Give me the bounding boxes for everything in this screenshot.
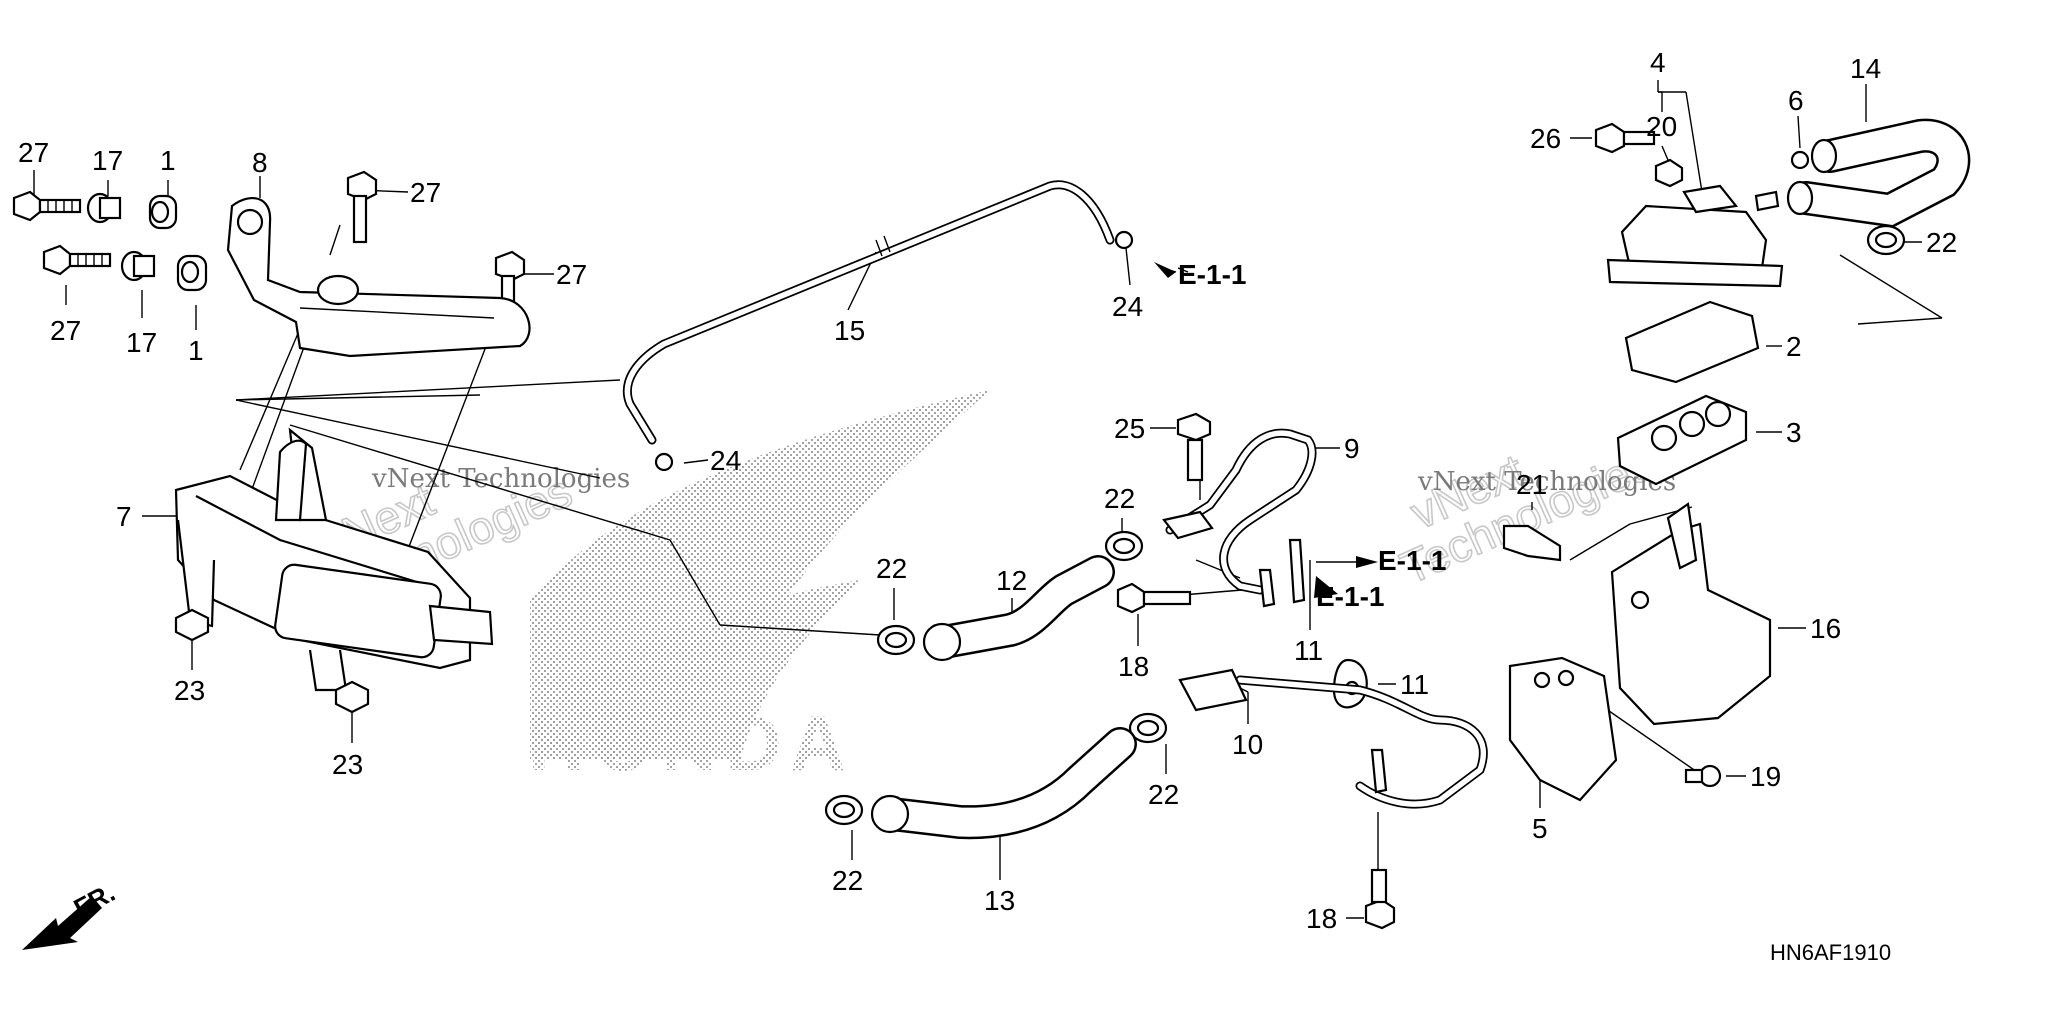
e-1-1-label-upper: E-1-1 xyxy=(1178,259,1246,290)
washer-20 xyxy=(1654,158,1684,188)
callout-18: 18 xyxy=(1306,903,1337,934)
callout-17: 17 xyxy=(126,327,157,358)
bolt-18-upper xyxy=(1116,582,1192,614)
e-1-1-ref-upper: E-1-1 xyxy=(1154,259,1246,290)
callout-16: 16 xyxy=(1810,613,1841,644)
callout-9: 9 xyxy=(1344,433,1360,464)
callout-26: 26 xyxy=(1530,123,1561,154)
clamp-22-right xyxy=(1866,224,1906,256)
callout-22: 22 xyxy=(832,865,863,896)
guard-5 xyxy=(1508,656,1618,802)
clip-21 xyxy=(1502,524,1562,562)
screw-19 xyxy=(1684,764,1722,788)
callout-11: 11 xyxy=(1400,669,1429,700)
honda-brand-text: HONDA xyxy=(528,699,854,787)
callouts: 27 17 1 27 17 1 8 27 27 7 23 23 15 24 24… xyxy=(18,47,1957,934)
nut-23-right xyxy=(334,680,370,714)
grommet-1-lower xyxy=(176,254,208,292)
bolt-25 xyxy=(1176,412,1212,482)
bolt-27-bracket-top xyxy=(346,170,378,244)
hose-14 xyxy=(1786,118,1971,228)
bracket-8 xyxy=(226,197,531,358)
callout-22: 22 xyxy=(1926,227,1957,258)
clip-6 xyxy=(1790,150,1810,170)
callout-15: 15 xyxy=(834,315,865,346)
callout-5: 5 xyxy=(1532,813,1548,844)
clamp-22-pipe-10 xyxy=(1128,712,1168,744)
honda-wing-logo: HONDA xyxy=(528,390,990,787)
pipe-9 xyxy=(1162,428,1317,608)
callout-22: 22 xyxy=(1148,779,1179,810)
clip-24-upper xyxy=(1114,230,1134,250)
callout-13: 13 xyxy=(984,885,1015,916)
callout-11: 11 xyxy=(1294,635,1323,666)
bolt-27-top-left xyxy=(12,190,82,222)
filter-2 xyxy=(1624,300,1760,384)
hose-12 xyxy=(922,555,1115,662)
callout-19: 19 xyxy=(1750,761,1781,792)
breather-tube-15 xyxy=(622,180,1115,445)
callout-17: 17 xyxy=(92,145,123,176)
e-1-1-label-lower: E-1-1 xyxy=(1316,581,1384,612)
callout-23: 23 xyxy=(174,675,205,706)
callout-2: 2 xyxy=(1786,331,1802,362)
callout-10: 10 xyxy=(1232,729,1263,760)
pipe-10 xyxy=(1178,668,1488,809)
callout-4: 4 xyxy=(1650,47,1666,78)
callout-22: 22 xyxy=(1104,483,1135,514)
bolt-27-lower-left xyxy=(42,244,112,276)
valve-assembly-4 xyxy=(1606,184,1784,288)
callout-25: 25 xyxy=(1114,413,1145,444)
callout-14: 14 xyxy=(1850,53,1881,84)
clamp-22-hose-13 xyxy=(824,794,864,826)
cover-16 xyxy=(1610,502,1772,726)
bolt-26 xyxy=(1594,122,1656,154)
clamp-22-hose-12 xyxy=(876,624,916,656)
gasket-11-upper xyxy=(1288,538,1306,604)
clip-24-lower xyxy=(654,452,674,472)
callout-24: 24 xyxy=(1112,291,1143,322)
callout-27: 27 xyxy=(18,137,49,168)
grommet-1-top xyxy=(148,194,178,230)
collar-17-top xyxy=(86,192,122,224)
callout-27: 27 xyxy=(50,315,81,346)
callout-21: 21 xyxy=(1516,469,1547,500)
callout-27: 27 xyxy=(556,259,587,290)
e-1-1-label-middle: E-1-1 xyxy=(1378,545,1446,576)
canister-7 xyxy=(174,427,494,692)
gasket-11-lower xyxy=(1332,658,1368,709)
collar-17-lower xyxy=(120,250,156,282)
callout-12: 12 xyxy=(996,565,1027,596)
callout-22: 22 xyxy=(876,553,907,584)
callout-6: 6 xyxy=(1788,85,1804,116)
callout-23: 23 xyxy=(332,749,363,780)
clamp-22-upper-mid xyxy=(1104,530,1144,562)
callout-8: 8 xyxy=(252,147,268,178)
e-1-1-ref-middle: E-1-1 xyxy=(1356,545,1446,576)
callout-18: 18 xyxy=(1118,651,1149,682)
callout-20: 20 xyxy=(1646,111,1677,142)
callout-27: 27 xyxy=(410,177,441,208)
callout-24: 24 xyxy=(710,445,741,476)
diagram-code: HN6AF1910 xyxy=(1770,940,1891,965)
callout-1: 1 xyxy=(188,335,204,366)
hose-13 xyxy=(870,727,1137,840)
callout-7: 7 xyxy=(116,501,132,532)
callout-1: 1 xyxy=(160,145,176,176)
bolt-18-lower xyxy=(1364,868,1396,930)
nut-23-left xyxy=(174,608,210,642)
e-1-1-ref-lower: E-1-1 xyxy=(1314,576,1384,612)
callout-3: 3 xyxy=(1786,417,1802,448)
cover-3 xyxy=(1616,394,1748,486)
front-arrow: FR. xyxy=(22,877,120,950)
watermark-text: vNext Technologies xyxy=(371,464,630,494)
